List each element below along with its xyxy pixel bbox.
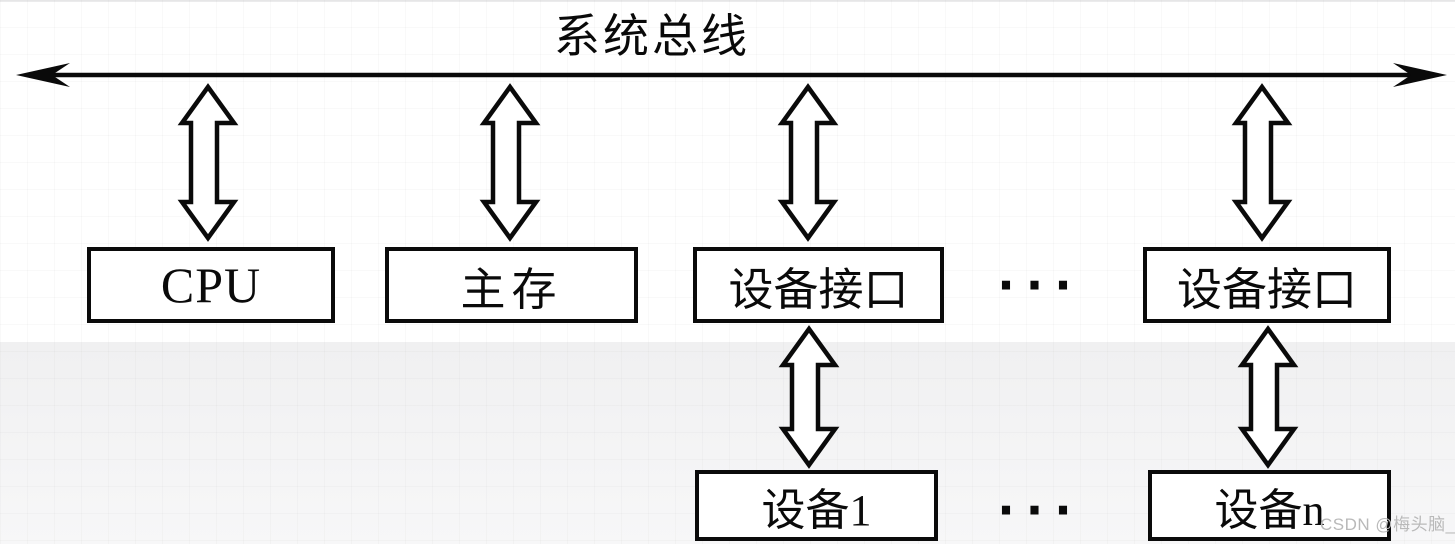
ellipsis-bottom: ···: [997, 483, 1083, 537]
box-cpu-label: CPU: [160, 257, 262, 313]
box-main-memory-label: 主存: [460, 264, 563, 315]
ellipsis-top: ···: [997, 258, 1083, 312]
top-gray-band: [0, 0, 1455, 2]
box-cpu: CPU: [87, 247, 335, 323]
double-arrow-interface1-device1-icon: [778, 325, 840, 469]
box-device-interface-n: 设备接口: [1143, 247, 1391, 323]
box-device-interface-1: 设备接口: [693, 247, 944, 323]
double-arrow-bus-memory-icon: [479, 83, 541, 242]
box-device-1-label: 设备1: [761, 485, 872, 535]
box-device-interface-1-label: 设备接口: [728, 264, 909, 315]
double-arrow-bus-interface1-icon: [777, 83, 839, 242]
system-bus-line: [16, 63, 1447, 87]
bus-arrowhead-left-icon: [16, 63, 70, 87]
box-device-interface-n-label: 设备接口: [1176, 264, 1357, 315]
double-arrow-interfacen-devicen-icon: [1237, 325, 1299, 469]
csdn-watermark: CSDN @梅头脑_: [1320, 515, 1455, 534]
box-device-1: 设备1: [695, 470, 938, 541]
diagram-title: 系统总线: [554, 11, 750, 62]
double-arrow-bus-interfacen-icon: [1231, 83, 1293, 242]
bus-arrowhead-right-icon: [1393, 63, 1447, 87]
box-main-memory: 主存: [385, 247, 638, 323]
box-device-n: 设备n: [1148, 470, 1391, 541]
box-device-n-label: 设备n: [1214, 485, 1325, 535]
double-arrow-bus-cpu-icon: [177, 83, 239, 242]
